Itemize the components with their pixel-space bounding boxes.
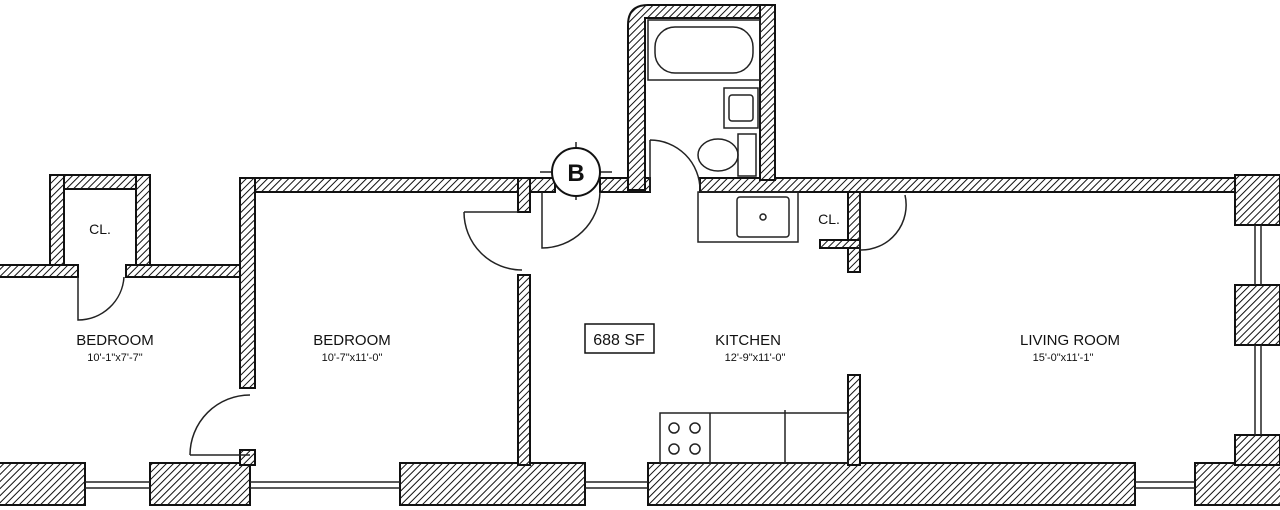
fixtures	[647, 19, 849, 464]
room-name-living-room: LIVING ROOM	[1020, 332, 1120, 349]
toilet	[697, 138, 739, 172]
room-dims-bedroom-1: 10'-1"x7'-7"	[87, 352, 143, 364]
bathroom-sink	[723, 87, 759, 129]
walls	[0, 4, 1280, 506]
room-name-bedroom-2: BEDROOM	[313, 332, 391, 349]
room-dims-bedroom-2: 10'-7"x11'-0"	[322, 352, 383, 364]
room-dims-living-room: 15'-0"x11'-1"	[1033, 352, 1094, 364]
bathroom-marker: B	[540, 142, 612, 200]
closet-label: CL.	[89, 221, 111, 237]
room-name-bedroom-1: BEDROOM	[76, 332, 154, 349]
kitchen-counter	[697, 191, 799, 243]
closet-label: CL.	[818, 211, 840, 227]
kitchen-sink	[736, 196, 790, 238]
bathroom-marker-label: B	[567, 160, 584, 187]
windows	[85, 225, 1262, 489]
stove	[668, 422, 701, 455]
room-name-kitchen: KITCHEN	[715, 332, 781, 349]
counter-bottom	[659, 412, 849, 464]
doors	[77, 139, 907, 456]
room-dims-kitchen: 12'-9"x11'-0"	[725, 352, 786, 364]
bathtub	[647, 19, 761, 81]
area-box: 688 SF	[584, 323, 655, 354]
area-label: 688 SF	[593, 332, 645, 349]
